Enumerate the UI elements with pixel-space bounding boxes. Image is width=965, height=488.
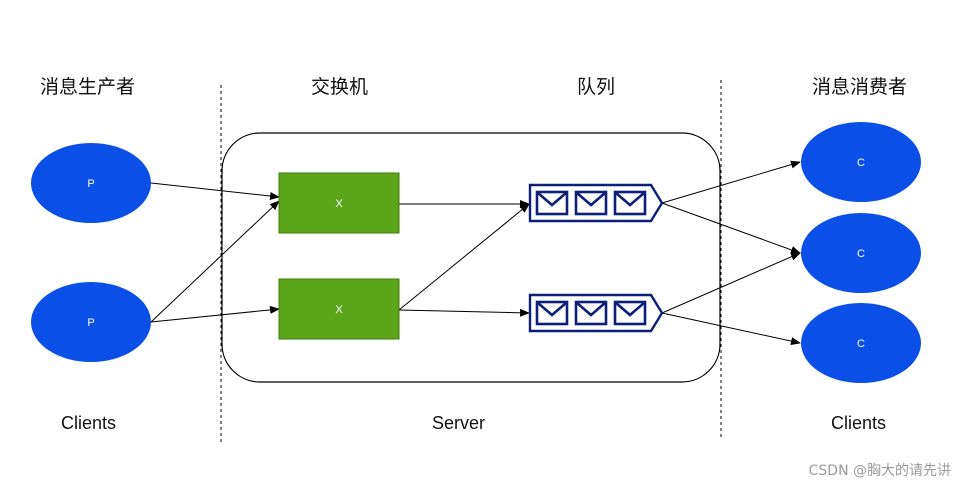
arrow-x2-q2 [398,308,530,317]
arrow-p1-x1 [150,182,280,200]
exchange-header: 交换机 [311,76,369,98]
envelope-icon [613,190,647,216]
queue-header: 队列 [577,76,616,98]
exchange-label: X [335,198,343,210]
envelope-icon [535,300,569,326]
exchange-node-1: X [278,172,400,234]
arrow-p2-x2 [150,305,280,323]
envelope-icon [574,190,608,216]
consumer-label: C [857,157,865,169]
queue-node-1 [528,183,664,223]
envelope-icon [535,190,569,216]
producer-label: P [87,317,94,329]
envelope-icon [574,300,608,326]
exchange-label: X [335,304,343,316]
consumer-node-2: C [801,213,921,293]
producer-node-1: P [31,143,151,223]
envelope-icon [613,300,647,326]
producer-label: P [87,178,94,190]
arrow-q1-c1 [661,160,801,204]
clients-left-label: Clients [61,413,117,433]
consumer-node-3: C [801,303,921,383]
arrow-x2-q1 [398,203,530,311]
server-label: Server [432,413,486,433]
clients-right-label: Clients [831,413,887,433]
queue-node-2 [528,293,664,333]
producer-node-2: P [31,282,151,362]
server-box [221,132,721,383]
arrow-q2-c3 [661,312,801,345]
arrow-q2-c2 [661,252,801,314]
connectors [150,160,801,345]
arrow-q1-c2 [661,202,801,254]
watermark: CSDN @胸大的请先讲 [808,463,951,479]
consumer-node-1: C [801,122,921,202]
consumer-header: 消息消费者 [812,76,908,98]
arrow-p2-x1 [150,200,280,323]
producer-header: 消息生产者 [40,76,136,98]
consumer-label: C [857,338,865,350]
consumer-label: C [857,248,865,260]
exchange-node-2: X [278,278,400,340]
